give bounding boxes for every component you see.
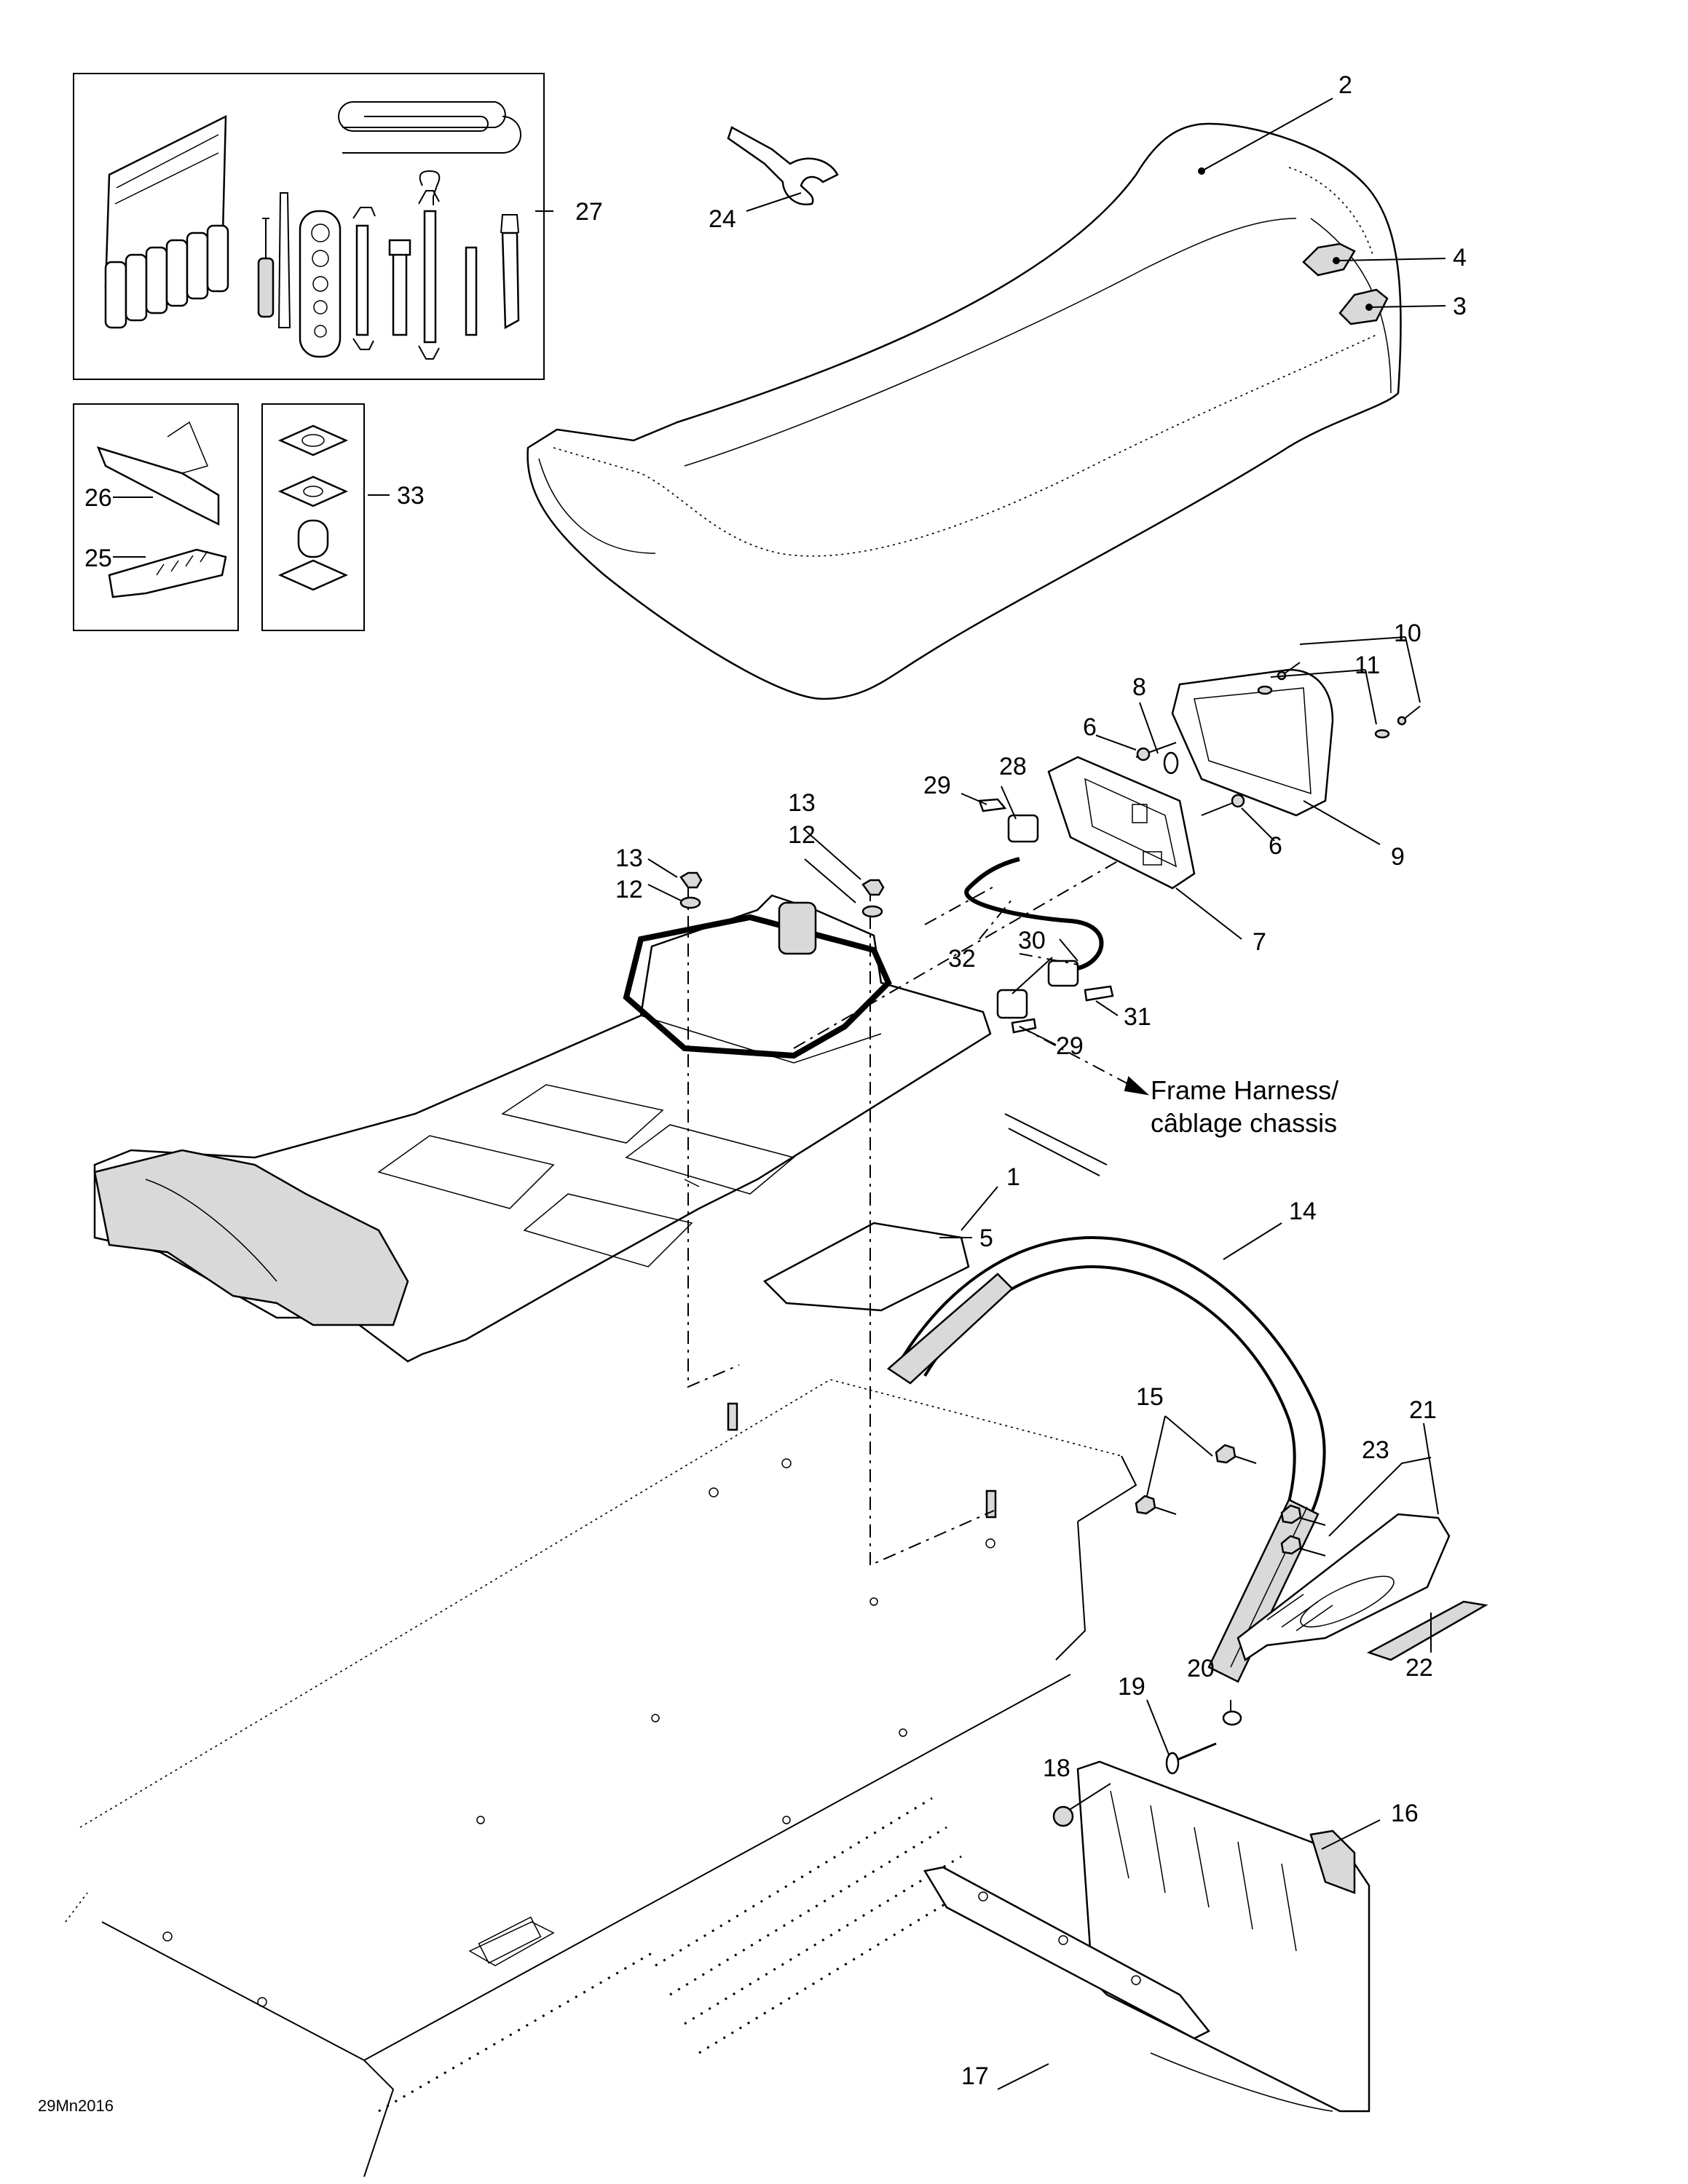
figure-code: 29Mn2016	[38, 2097, 114, 2115]
callout-18: 18	[1043, 1754, 1070, 1782]
callout-6a: 6	[1083, 713, 1097, 741]
grab-handle	[886, 1235, 1326, 1683]
callout-3: 3	[1453, 293, 1467, 320]
callout-16: 16	[1391, 1800, 1419, 1827]
callout-32: 32	[948, 945, 976, 973]
callout-10: 10	[1394, 620, 1421, 647]
callout-5: 5	[979, 1224, 993, 1252]
mount-kit-inset	[261, 403, 365, 631]
bracket-strap-inset	[73, 403, 239, 631]
nuts-washers	[679, 871, 885, 918]
callout-13a: 13	[615, 844, 643, 872]
callout-labels: 1 2 3 4 5 6 6 7 8 9 10 11 12 12 13 13 14…	[84, 71, 1467, 2090]
tail-light-harness	[964, 798, 1114, 1034]
callout-25: 25	[84, 545, 112, 572]
assembly-lines	[687, 858, 1122, 1567]
frame-harness-arrow	[1019, 1026, 1150, 1096]
flap-bracket	[923, 1866, 1210, 2040]
callout-12a: 12	[615, 876, 643, 903]
fasteners	[1135, 1444, 1326, 1556]
tail-light-assembly	[1047, 662, 1421, 890]
seat-base	[93, 894, 992, 1363]
rivet-set	[1052, 1710, 1242, 1827]
callout-17: 17	[961, 2062, 989, 2090]
snow-flap	[1076, 1760, 1370, 2113]
callout-27: 27	[575, 198, 603, 226]
callout-24: 24	[709, 205, 736, 233]
callout-8: 8	[1132, 673, 1146, 701]
callout-2: 2	[1338, 71, 1352, 99]
callout-7: 7	[1253, 928, 1266, 956]
callout-33: 33	[397, 482, 425, 510]
callout-13b: 13	[788, 789, 816, 817]
callout-11: 11	[1354, 652, 1380, 679]
end-cap	[1237, 1513, 1488, 1661]
callout-23: 23	[1362, 1436, 1389, 1464]
frame-harness-note-line2: câblage chassis	[1151, 1108, 1337, 1138]
callout-28: 28	[999, 753, 1027, 780]
callout-15: 15	[1136, 1383, 1164, 1411]
callout-29a: 29	[923, 772, 951, 799]
callout-29b: 29	[1056, 1032, 1084, 1060]
seat	[526, 122, 1402, 700]
callout-12b: 12	[788, 821, 816, 849]
callout-4: 4	[1453, 244, 1467, 272]
frame-harness-note-line1: Frame Harness/	[1151, 1075, 1338, 1105]
tool-kit-inset	[73, 73, 545, 380]
callout-30: 30	[1018, 927, 1046, 954]
callout-6b: 6	[1269, 832, 1282, 860]
callout-1: 1	[1006, 1163, 1020, 1191]
callout-22: 22	[1405, 1654, 1433, 1682]
callout-26: 26	[84, 484, 112, 512]
callout-19: 19	[1118, 1673, 1145, 1701]
callout-21: 21	[1409, 1396, 1437, 1424]
callout-9: 9	[1391, 843, 1405, 871]
callout-20: 20	[1187, 1655, 1215, 1682]
tunnel-frame	[65, 1379, 1137, 2177]
spanner-wrench	[727, 126, 839, 206]
callout-14: 14	[1289, 1198, 1317, 1225]
leader-lines	[113, 98, 1446, 2090]
callout-31: 31	[1124, 1003, 1151, 1031]
